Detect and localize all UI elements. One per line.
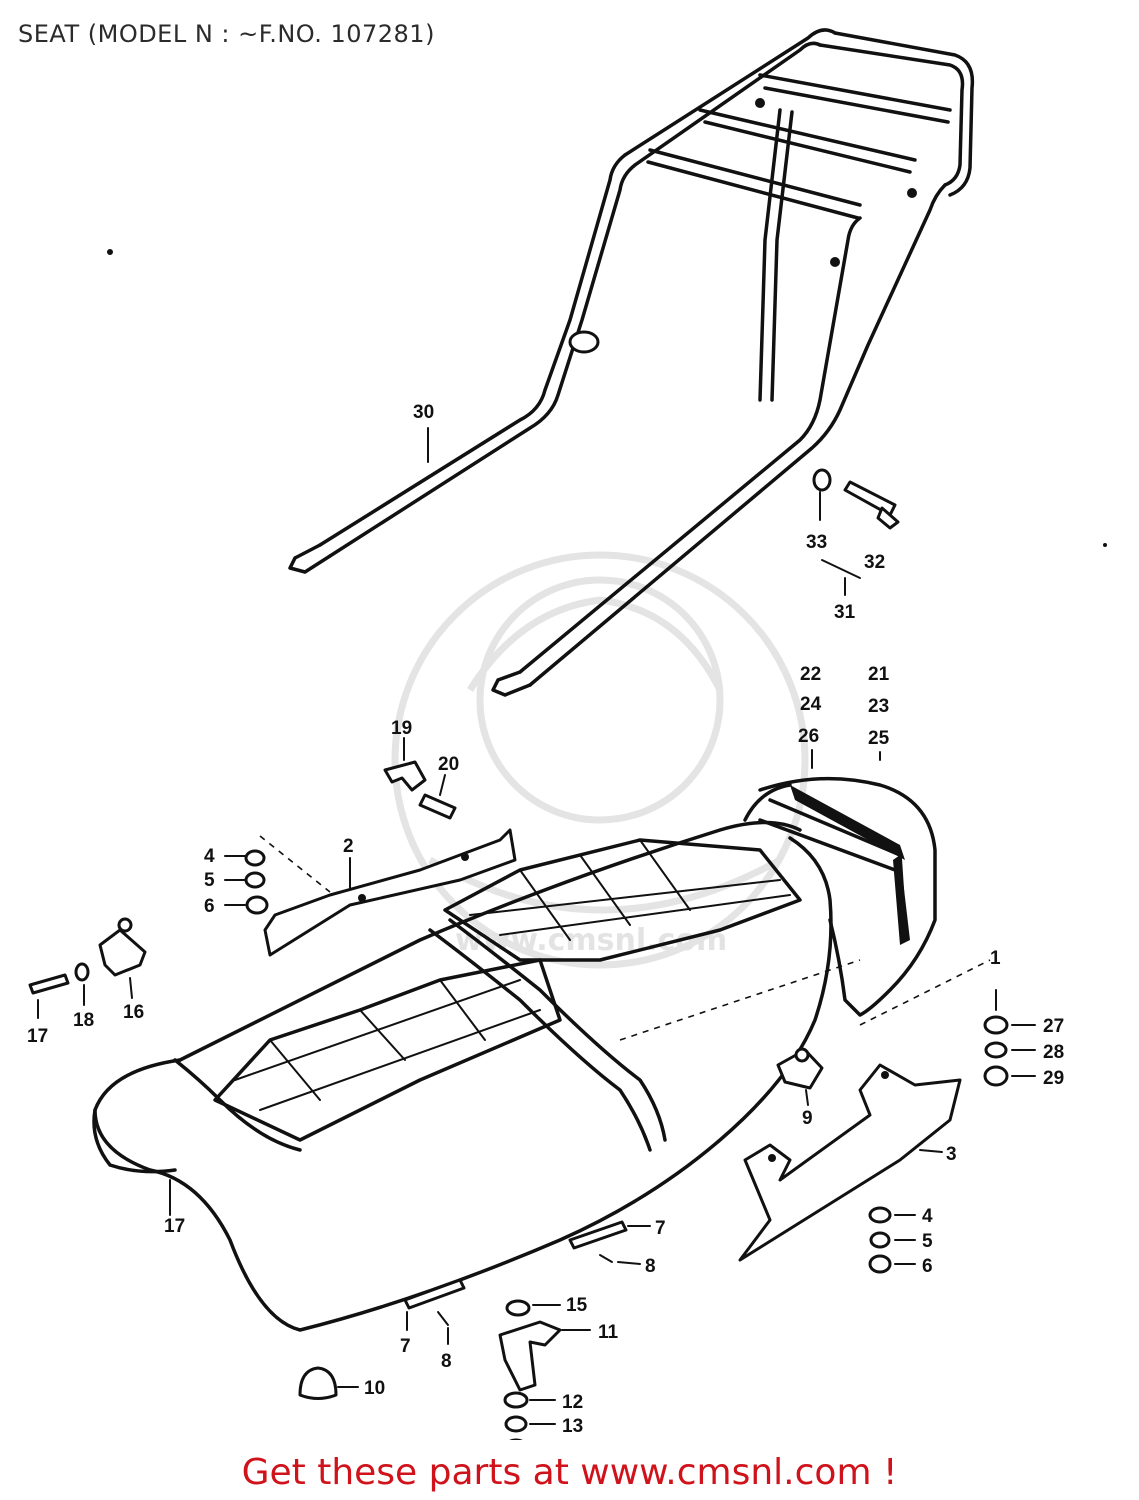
hinge-bracket-19-20: 19 20 — [383, 718, 459, 820]
pin-7-8-right: 7 8 — [568, 1218, 666, 1277]
callout-29: 29 — [1043, 1068, 1064, 1089]
callout-3: 3 — [946, 1144, 957, 1165]
callout-32: 32 — [864, 552, 885, 573]
callout-1-right: 1 — [990, 948, 1001, 969]
callout-7-right: 7 — [655, 1218, 666, 1239]
seat-bracket-2: 2 4 5 6 — [204, 828, 517, 957]
callout-4-upper: 4 — [204, 846, 215, 867]
callout-16: 16 — [123, 1002, 144, 1023]
callout-23: 23 — [868, 696, 889, 717]
callout-5-lower: 5 — [922, 1231, 933, 1252]
callout-24: 24 — [800, 694, 822, 715]
cushion-10: 10 — [298, 1366, 385, 1400]
seat-tail-labels: 22 21 24 23 26 25 — [798, 664, 890, 769]
callout-2: 2 — [343, 836, 354, 857]
callout-30: 30 — [413, 402, 434, 423]
callout-8-left: 8 — [441, 1351, 452, 1372]
pin-7-8-left: 7 8 — [400, 1278, 466, 1372]
callout-33: 33 — [806, 532, 827, 553]
callout-20: 20 — [438, 754, 459, 775]
callout-21: 21 — [868, 664, 890, 685]
callout-27: 27 — [1043, 1016, 1064, 1037]
watermark-text: www.cmsnl.com — [455, 923, 727, 958]
callout-17: 17 — [27, 1026, 48, 1047]
rear-carrier-frame: 30 — [288, 28, 975, 697]
seat-parts-diagram: www.cmsnl.com 30 33 32 — [27, 28, 1107, 1440]
callout-28: 28 — [1043, 1042, 1064, 1063]
callout-9: 9 — [802, 1108, 813, 1129]
callout-12: 12 — [562, 1392, 583, 1413]
callout-6-upper: 6 — [204, 896, 215, 917]
seat-bracket-3: 3 4 5 6 — [738, 1063, 962, 1277]
seat-lock-16-18: 16 17 18 — [27, 917, 147, 1047]
callout-19: 19 — [391, 718, 412, 739]
right-fasteners-27-29: 1 27 28 29 — [983, 948, 1064, 1089]
callout-1-seat: 17 — [164, 1216, 185, 1237]
callout-15: 15 — [566, 1295, 588, 1316]
callout-7-left: 7 — [400, 1336, 411, 1357]
callout-31: 31 — [834, 602, 856, 623]
callout-13: 13 — [562, 1416, 583, 1437]
callout-4-lower: 4 — [922, 1206, 933, 1227]
callout-18: 18 — [73, 1010, 94, 1031]
seat-hook-11-15: 15 11 12 13 14 — [498, 1295, 619, 1440]
seat-tail-cover — [743, 776, 991, 1026]
callout-6-lower: 6 — [922, 1256, 933, 1277]
footer-link-text[interactable]: Get these parts at www.cmsnl.com ! — [241, 1452, 898, 1493]
diagram-title: SEAT (MODEL N : ~F.NO. 107281) — [18, 20, 435, 48]
callout-10: 10 — [364, 1378, 385, 1399]
callout-8-right: 8 — [645, 1256, 656, 1277]
carrier-fasteners: 33 32 31 — [806, 468, 900, 623]
callout-25: 25 — [868, 728, 890, 749]
seat-catch-9: 9 — [776, 1047, 824, 1129]
callout-11: 11 — [598, 1322, 619, 1343]
callout-5-upper: 5 — [204, 870, 215, 891]
callout-22: 22 — [800, 664, 821, 685]
callout-26: 26 — [798, 726, 819, 747]
